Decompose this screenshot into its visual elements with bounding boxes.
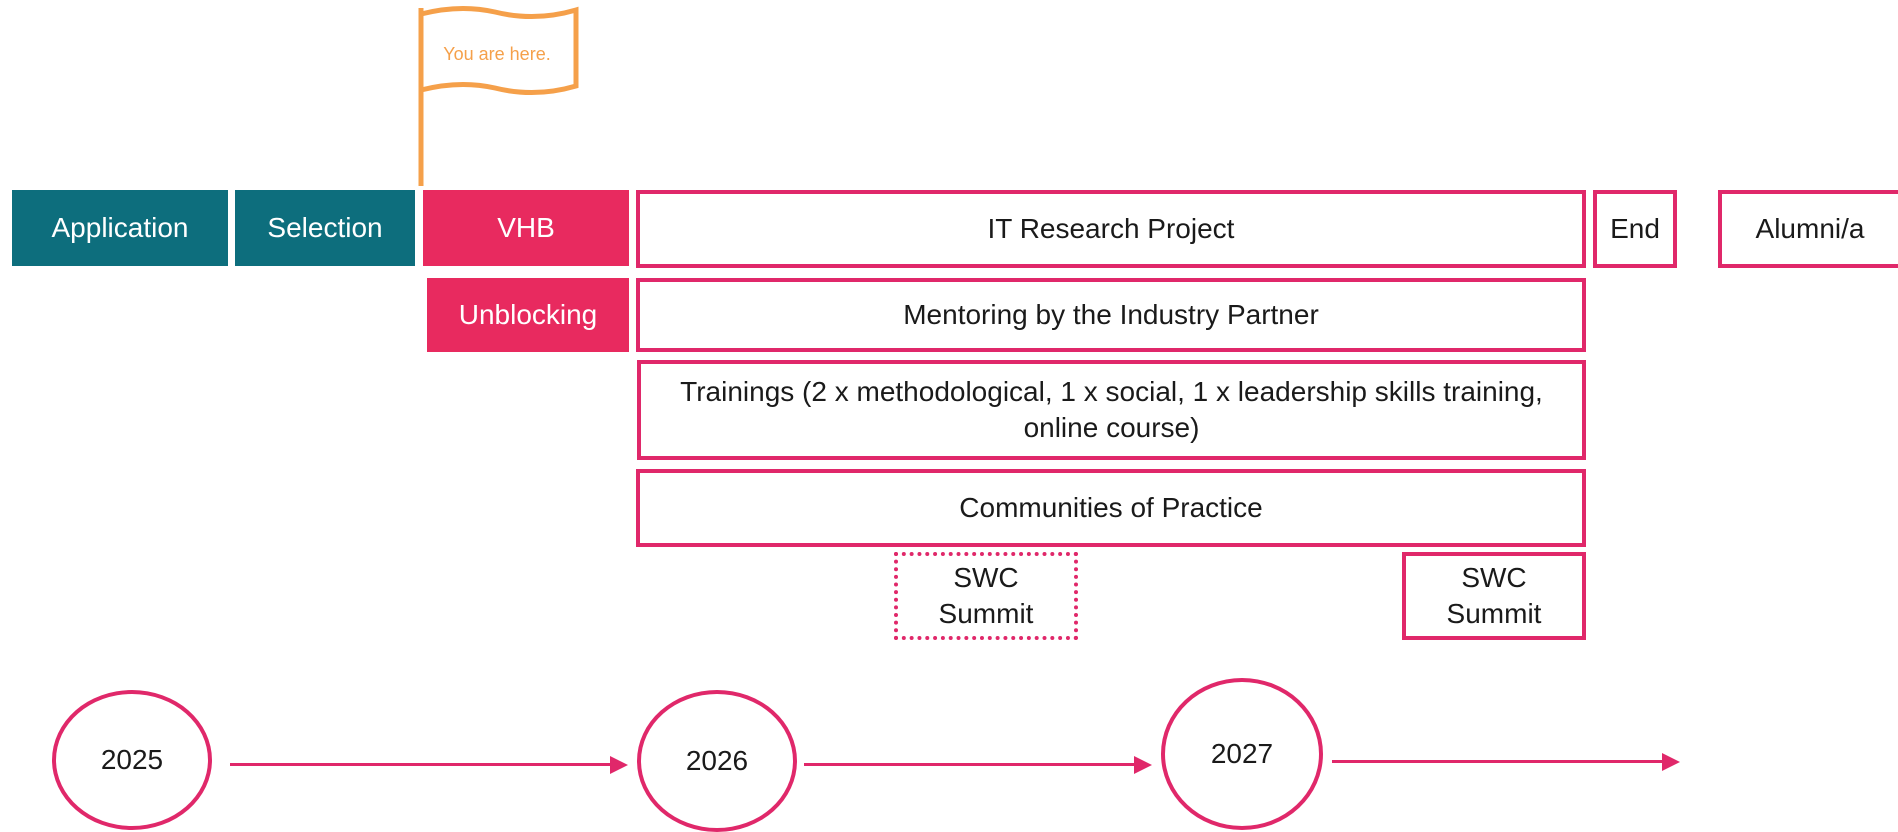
year-2026: 2026 (637, 690, 797, 832)
year-2027: 2027 (1161, 678, 1323, 830)
phase-end: End (1593, 190, 1677, 268)
phase-selection: Selection (235, 190, 415, 266)
activity-communities-of-practice: Communities of Practice (636, 469, 1586, 547)
timeline-arrow-3 (1332, 752, 1680, 772)
flag-banner (418, 5, 579, 95)
timeline-arrow-1 (230, 755, 628, 775)
activity-trainings: Trainings (2 x methodological, 1 x socia… (637, 360, 1586, 460)
activity-mentoring: Mentoring by the Industry Partner (636, 278, 1586, 352)
phase-vhb: VHB (423, 190, 629, 266)
phase-it-research-project: IT Research Project (636, 190, 1586, 268)
arrow-head-icon (1662, 753, 1680, 771)
year-2025: 2025 (52, 690, 212, 830)
phase-application: Application (12, 190, 228, 266)
arrow-head-icon (1134, 756, 1152, 774)
swc-summit: SWC Summit (1402, 552, 1586, 640)
flag-label: You are here. (443, 43, 551, 64)
arrow-head-icon (610, 756, 628, 774)
phase-alumni: Alumni/a (1718, 190, 1898, 268)
swc-summit-tentative: SWC Summit (894, 552, 1078, 640)
activity-unblocking: Unblocking (427, 278, 629, 352)
timeline-arrow-2 (804, 755, 1152, 775)
